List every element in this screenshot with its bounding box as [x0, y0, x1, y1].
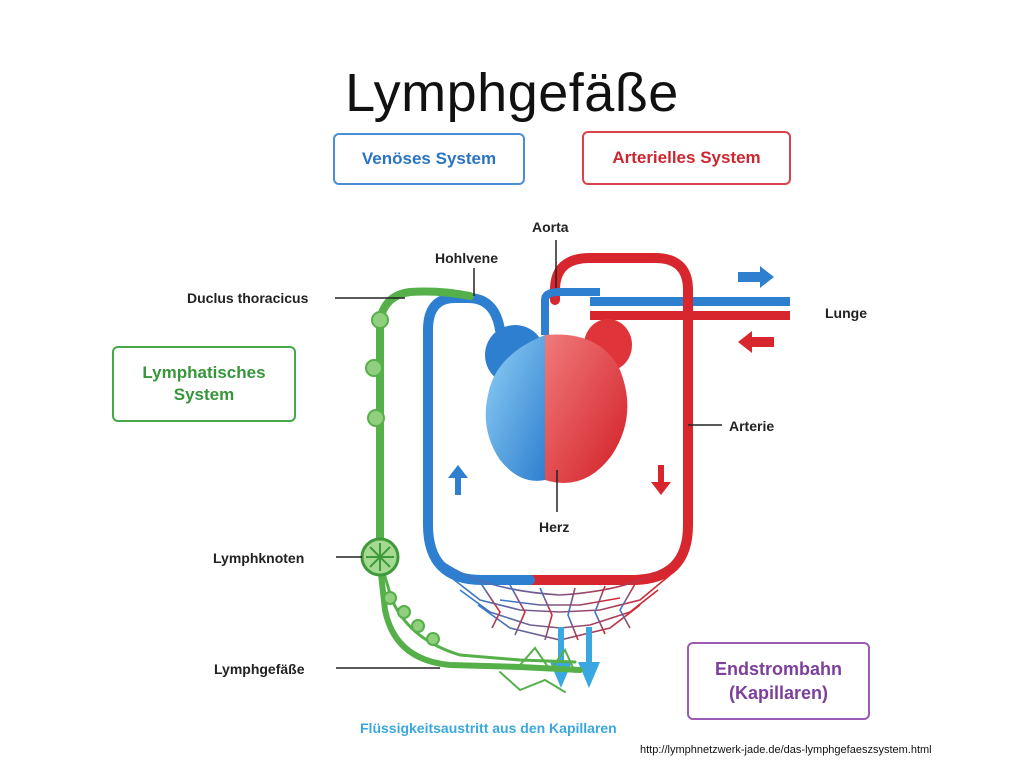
arrow-right-blue	[738, 266, 774, 288]
fluid-exit-caption: Flüssigkeitsaustritt aus den Kapillaren	[360, 720, 617, 736]
venous-system-box: Venöses System	[333, 133, 525, 185]
heart	[485, 319, 632, 483]
flow-arrows	[448, 266, 774, 495]
label-ductus: Duclus thoracicus	[187, 290, 309, 306]
label-hohlvene: Hohlvene	[435, 250, 499, 266]
label-lunge: Lunge	[825, 305, 867, 321]
artery-loop	[515, 253, 693, 585]
leader-lines	[335, 240, 722, 669]
arrow-down-red	[651, 465, 671, 495]
label-aorta: Aorta	[532, 219, 569, 235]
source-url: http://lymphnetzwerk-jade.de/das-lymphge…	[640, 744, 932, 756]
lymph-valves	[365, 311, 440, 646]
vein-loop	[423, 293, 535, 585]
arrow-up-blue	[448, 465, 468, 495]
lymph-node-shape	[360, 537, 400, 577]
label-arterie: Arterie	[729, 418, 775, 434]
label-herz: Herz	[539, 519, 570, 535]
fluid-arrows	[550, 627, 600, 688]
capillary-bed-box: Endstrombahn (Kapillaren)	[687, 642, 870, 720]
vena-cava-top	[541, 288, 600, 335]
slide-title: Lymphgefäße	[345, 63, 679, 123]
arrow-left-red	[738, 331, 774, 353]
label-lymphknoten: Lymphknoten	[213, 550, 305, 566]
lymphatic-system-box: Lymphatisches System	[112, 346, 296, 422]
arterial-system-box: Arterielles System	[582, 131, 791, 185]
label-lymphgefaesse: Lymphgefäße	[214, 661, 305, 677]
